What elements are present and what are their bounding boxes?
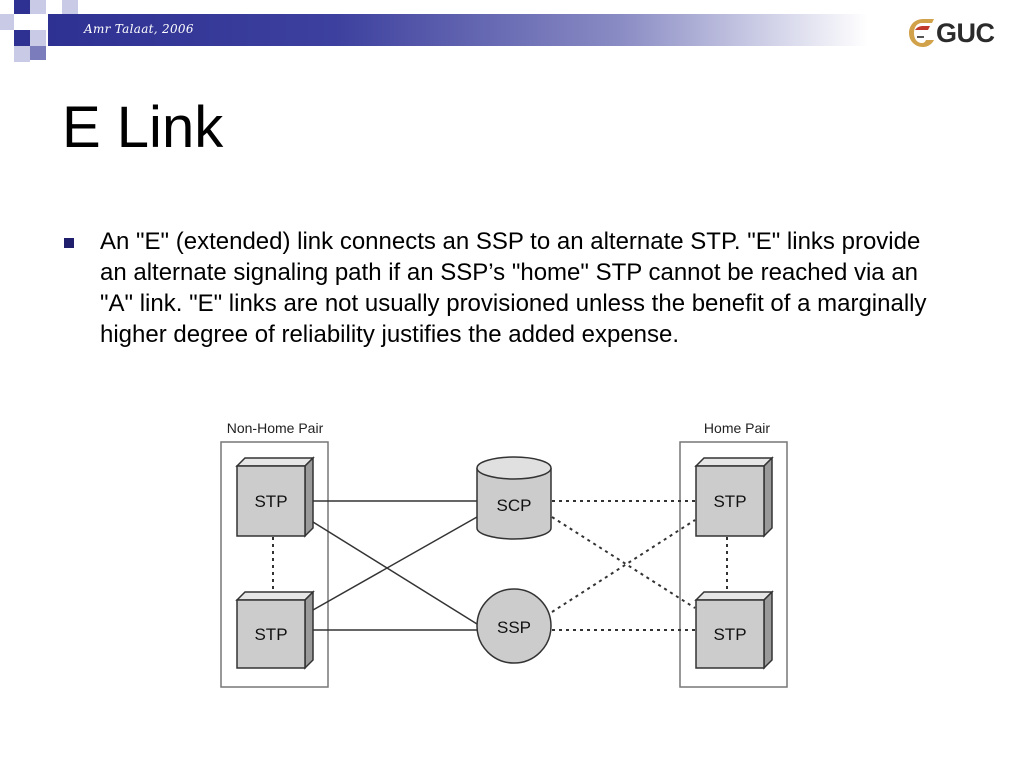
ssp-label: SSP: [497, 618, 531, 637]
decorative-square: [14, 46, 30, 62]
guc-logo-icon: [909, 19, 934, 47]
header-band: Amr Talaat, 2006 GUC: [0, 0, 1024, 68]
scp-label: SCP: [497, 496, 532, 515]
guc-logo: GUC: [906, 16, 998, 52]
bullet-text: An "E" (extended) link connects an SSP t…: [100, 228, 927, 348]
decorative-square: [30, 30, 46, 46]
logo-text: GUC: [936, 18, 995, 48]
ssp-node: SSP: [476, 588, 552, 664]
stp-label: STP: [713, 625, 746, 644]
stp-label: STP: [713, 492, 746, 511]
decorative-square: [0, 14, 14, 30]
header-gradient-bar: [48, 14, 868, 46]
decorative-square: [62, 0, 78, 14]
bullet-item: An "E" (extended) link connects an SSP t…: [62, 226, 942, 350]
e-link-diagram: Non-Home Pair Home Pair STP STP STP: [220, 420, 788, 688]
decorative-square: [14, 0, 30, 14]
bullet-square-icon: [64, 238, 74, 248]
link-nhstp1-ssp: [312, 521, 478, 625]
non-home-pair-box: [220, 441, 329, 688]
link-ssp-hstp1: [551, 519, 696, 613]
stp-label: STP: [254, 625, 287, 644]
stp-node-left-top: STP: [235, 456, 315, 538]
stp-node-right-bottom: STP: [694, 590, 774, 670]
stp-label: STP: [254, 492, 287, 511]
author-caption: Amr Talaat, 2006: [84, 22, 194, 36]
link-nhstp2-scp: [312, 516, 478, 611]
home-pair-box: [679, 441, 788, 688]
stp-node-right-top: STP: [694, 456, 774, 538]
slide-title: E Link: [62, 95, 224, 160]
group-label-home: Home Pair: [704, 420, 770, 436]
group-label-non-home: Non-Home Pair: [227, 420, 324, 436]
decorative-square: [14, 30, 30, 46]
decorative-square: [30, 46, 46, 60]
link-scp-hstp2: [551, 516, 696, 609]
stp-node-left-bottom: STP: [235, 590, 315, 670]
scp-node: SCP: [476, 456, 552, 540]
decorative-square: [30, 0, 46, 14]
